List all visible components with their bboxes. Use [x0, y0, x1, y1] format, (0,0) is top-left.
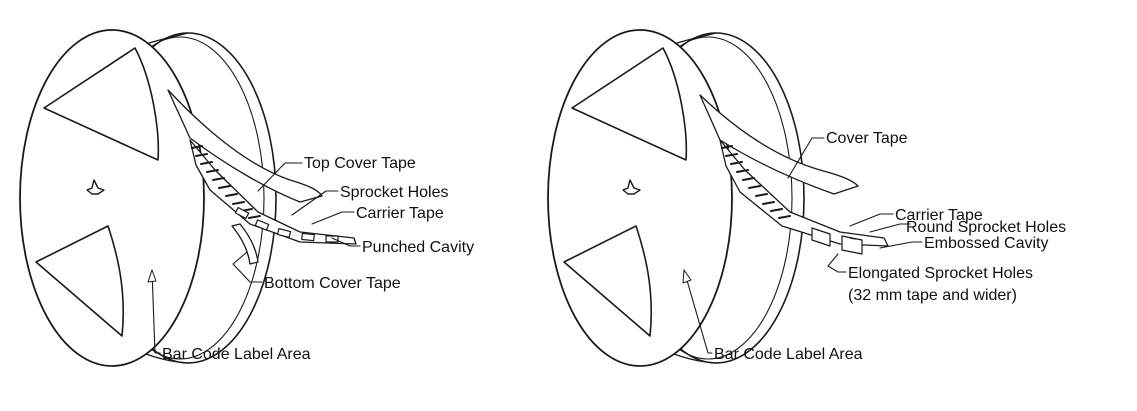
label-cover-tape: Cover Tape [826, 130, 908, 147]
reel-left-lower-window [35, 225, 125, 337]
label-bottom-cover-tape: Bottom Cover Tape [264, 275, 401, 292]
punched-cavities [234, 206, 339, 243]
sprocket-hole-row-left [191, 145, 261, 219]
cover-tape-strip [699, 94, 859, 195]
reel-left-upper-window [43, 47, 160, 161]
sprocket-hole-row-right [721, 145, 791, 219]
label-carrier-tape-left: Carrier Tape [356, 205, 444, 222]
reel-left [19, 29, 277, 367]
tape-right [699, 94, 889, 255]
top-cover-tape-strip [167, 89, 323, 203]
embossed-cavities [811, 227, 863, 255]
reel-right-spindle-hole [622, 179, 641, 195]
leaders-right [682, 137, 923, 354]
reel-right-lower-window [563, 225, 653, 337]
bottom-cover-tape-strip [231, 223, 259, 265]
label-round-sprocket-holes: Round Sprocket Holes [906, 219, 1066, 236]
reel-right-upper-window [571, 47, 688, 161]
label-elongated-note: (32 mm tape and wider) [848, 287, 1017, 304]
carrier-tape-strip-left [189, 139, 357, 245]
leaders-left [147, 162, 361, 354]
label-embossed-cavity: Embossed Cavity [924, 235, 1049, 252]
label-bar-code-right: Bar Code Label Area [714, 346, 863, 363]
label-elongated-sprocket-holes: Elongated Sprocket Holes [848, 265, 1033, 282]
label-bar-code-left: Bar Code Label Area [162, 346, 311, 363]
label-punched-cavity: Punched Cavity [362, 239, 474, 256]
label-sprocket-holes: Sprocket Holes [340, 184, 449, 201]
label-carrier-tape-right: Carrier Tape [895, 207, 983, 224]
label-top-cover-tape: Top Cover Tape [304, 155, 416, 172]
tape-left [167, 89, 357, 265]
reel-left-spindle-hole [86, 179, 105, 195]
